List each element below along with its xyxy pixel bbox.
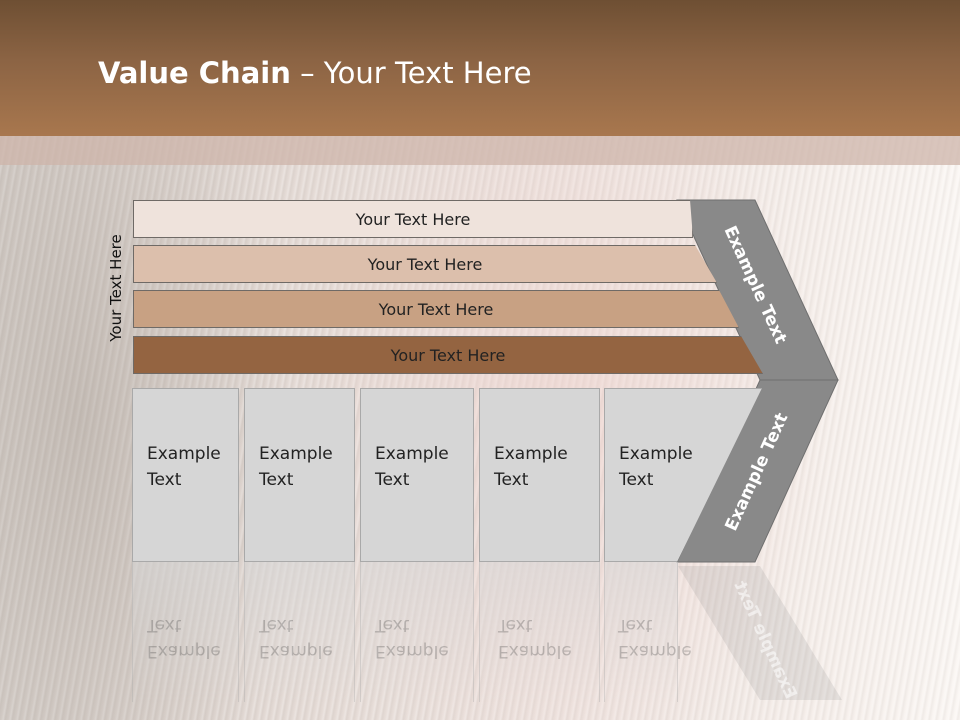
bar-1-label: Your Text Here	[355, 209, 471, 229]
title-bold: Value Chain	[98, 56, 291, 90]
bar-3-label: Your Text Here	[378, 299, 494, 319]
bar-4: Your Text Here	[133, 336, 763, 374]
box-1-line1: Example	[147, 444, 221, 464]
bar-4-label: Your Text Here	[390, 345, 506, 365]
chevron-reflection	[678, 566, 842, 700]
bar-2: Your Text Here	[133, 245, 717, 283]
box-3-line1: Example	[375, 444, 449, 464]
activity-box-4: Example Text	[479, 388, 600, 562]
box-2-line1: Example	[259, 444, 333, 464]
activity-box-1: Example Text	[132, 388, 239, 562]
bar-3: Your Text Here	[133, 290, 739, 328]
box-4-line2: Text	[494, 470, 529, 490]
box-3-line2: Text	[375, 470, 410, 490]
bar-2-label: Your Text Here	[367, 254, 483, 274]
box-2-line2: Text	[259, 470, 294, 490]
title-rest: – Your Text Here	[290, 56, 532, 90]
activity-box-2: Example Text	[244, 388, 355, 562]
header-band	[0, 0, 960, 136]
slide-title: Value Chain – Your Text Here	[98, 56, 532, 90]
box-1-reflection	[132, 562, 239, 702]
box-5-line1: Example	[619, 444, 693, 464]
box-5-line2: Text	[619, 470, 654, 490]
box-3-reflection	[360, 562, 474, 702]
box-4-line1: Example	[494, 444, 568, 464]
header-strip	[0, 136, 960, 165]
activity-box-3: Example Text	[360, 388, 474, 562]
box-4-reflection	[479, 562, 600, 702]
box-5-reflection	[604, 562, 678, 702]
box-2-reflection	[244, 562, 355, 702]
bar-1: Your Text Here	[133, 200, 693, 238]
box-1-line2: Text	[147, 470, 182, 490]
